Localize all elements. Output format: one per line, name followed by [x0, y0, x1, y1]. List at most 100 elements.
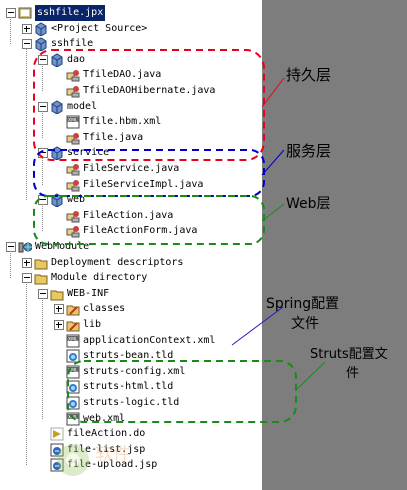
tree-guide-line — [10, 251, 11, 279]
tree-guide-line — [42, 204, 43, 232]
collapse-icon[interactable] — [38, 54, 48, 65]
collapse-icon[interactable] — [6, 242, 16, 252]
watermark-text: 软件 — [95, 444, 131, 465]
folder-icon — [34, 274, 48, 285]
tree-node-sshfile[interactable]: sshfile — [0, 36, 262, 52]
tree-node-webinf[interactable]: WEB-INF — [0, 286, 262, 302]
tree-node-label: classes — [83, 303, 126, 315]
tree-node-root[interactable]: sshfile.jpx — [0, 5, 262, 21]
tree-node-model[interactable]: model — [0, 99, 262, 115]
tree-node-web[interactable]: web — [0, 192, 262, 208]
jsp-file-icon — [50, 443, 64, 457]
folder-tools-icon — [66, 305, 80, 316]
tree-node-fileupload[interactable]: file-upload.jsp — [0, 457, 262, 473]
java-class-icon — [66, 210, 80, 223]
java-class-icon — [66, 226, 80, 238]
struts-config-box — [67, 360, 297, 423]
tree-node-label: lib — [83, 319, 102, 330]
tree-node-label: struts-bean.tld — [83, 350, 174, 362]
collapse-icon[interactable] — [38, 288, 48, 299]
tree-guide-line — [42, 297, 43, 419]
tree-node-fileservice[interactable]: FileService.java — [0, 161, 262, 177]
tree-node-fileserviceimpl[interactable]: FileServiceImpl.java — [0, 177, 262, 193]
tree-node-dao[interactable]: dao — [0, 52, 262, 68]
tree-node-project-source[interactable]: <Project Source> — [0, 21, 262, 37]
tree-node-label: FileActionForm.java — [83, 225, 198, 237]
java-class-icon — [66, 70, 80, 82]
tree-guide-line — [26, 48, 27, 201]
tree-node-appctx[interactable]: XML applicationContext.xml — [0, 333, 262, 349]
tree-node-tfiledao[interactable]: TfileDAO.java — [0, 67, 262, 83]
tree-node-label: struts-config.xml — [83, 365, 186, 377]
tree-node-webmodule[interactable]: WebModule — [0, 239, 262, 255]
tree-node-strutshtml[interactable]: struts-html.tld — [0, 379, 262, 395]
expand-icon[interactable] — [22, 257, 32, 268]
java-class-icon — [66, 86, 80, 98]
tree-node-fileactionform[interactable]: FileActionForm.java — [0, 223, 262, 239]
service-layer-box — [33, 149, 265, 197]
svg-text:XML: XML — [68, 118, 78, 124]
web-layer-box — [33, 195, 265, 245]
struts-config-label-2: 件 — [346, 366, 360, 381]
expand-icon[interactable] — [22, 23, 32, 34]
collapse-icon[interactable] — [22, 273, 32, 284]
tree-guide-line — [42, 63, 43, 91]
spring-config-label: Spring配置 — [266, 296, 340, 312]
tree-guide-line — [26, 282, 27, 466]
tree-guide-line — [42, 157, 43, 185]
tree-node-label: struts-html.tld — [83, 381, 174, 393]
collapse-icon[interactable] — [22, 39, 32, 50]
tree-node-tfiledaohib[interactable]: TfileDAOHibernate.java — [0, 83, 262, 99]
folder-tools-icon — [66, 321, 80, 332]
folder-icon — [50, 290, 64, 301]
persistence-layer-label: 持久层 — [286, 66, 332, 84]
package-icon — [35, 37, 47, 52]
tree-node-label: WebModule — [35, 241, 90, 252]
tld-file-icon — [66, 349, 80, 363]
expand-icon[interactable] — [54, 320, 64, 330]
svg-text:XML: XML — [68, 336, 78, 342]
java-class-icon — [66, 179, 80, 192]
tree-node-fileaction[interactable]: FileAction.java — [0, 208, 262, 224]
persistence-layer-box — [33, 49, 265, 161]
package-icon — [51, 53, 63, 67]
java-class-icon — [66, 164, 80, 176]
tree-node-label: applicationContext.xml — [83, 334, 216, 346]
web-module-icon — [18, 242, 32, 253]
tree-node-strutsbean[interactable]: struts-bean.tld — [0, 348, 262, 364]
tree-node-classes[interactable]: classes — [0, 301, 262, 317]
tree-node-label: file-upload.jsp — [67, 459, 158, 471]
spring-connector — [231, 306, 284, 346]
tree-node-moduledir[interactable]: Module directory — [0, 270, 262, 286]
tree-node-label: TfileDAO.java — [83, 69, 162, 81]
tree-node-label: fileAction.do — [67, 428, 146, 440]
tree-node-label: FileService.java — [83, 163, 180, 174]
tree-node-filelist[interactable]: file-list.jsp — [0, 442, 262, 458]
tree-node-deploy[interactable]: Deployment descriptors — [0, 255, 262, 271]
svg-text:XML: XML — [68, 367, 78, 373]
tree-node-label: TfileDAOHibernate.java — [83, 85, 216, 96]
package-icon — [51, 193, 63, 208]
spring-config-label-2: 文件 — [291, 316, 319, 332]
watermark-logo: 软件 — [57, 444, 131, 476]
tree-guide-line — [42, 110, 43, 138]
struts-connector — [295, 361, 326, 391]
tree-node-lib[interactable]: lib — [0, 317, 262, 333]
folder-icon — [34, 259, 48, 270]
tree-node-label: web.xml — [83, 412, 126, 424]
package-icon — [35, 22, 47, 36]
package-icon — [51, 100, 63, 114]
collapse-icon[interactable] — [38, 101, 48, 112]
expand-icon[interactable] — [54, 304, 64, 315]
tree-node-fileactiondo[interactable]: fileAction.do — [0, 426, 262, 442]
persistence-connector — [261, 77, 285, 108]
tree-node-label: file-list.jsp — [67, 443, 146, 455]
tree-node-tfilejava[interactable]: Tfile.java — [0, 130, 262, 146]
tree-node-label: Tfile.java — [83, 131, 144, 143]
tree-node-label: dao — [67, 53, 86, 65]
collapse-icon[interactable] — [6, 8, 16, 18]
tree-guide-line — [10, 17, 11, 45]
jsp-file-icon — [50, 458, 64, 472]
